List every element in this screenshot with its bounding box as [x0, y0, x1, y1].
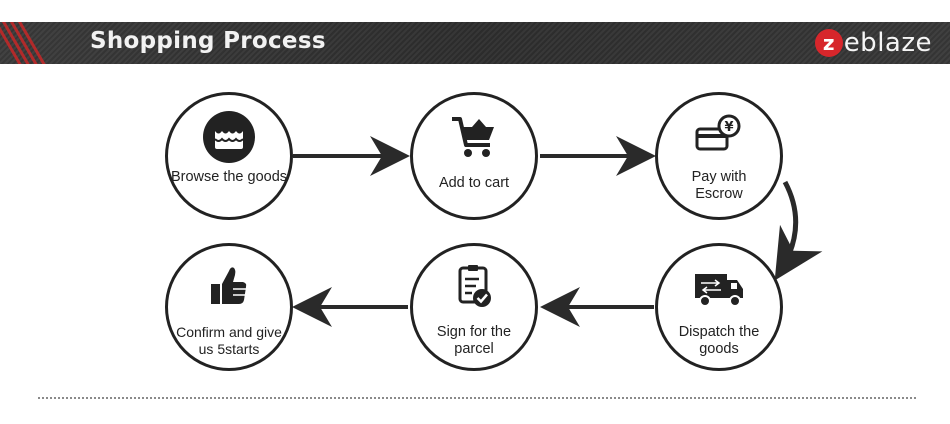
clipboard-check-icon: [458, 265, 491, 307]
payment-card-icon: ¥: [695, 114, 741, 151]
step-sign: Sign for the parcel: [410, 243, 538, 371]
step-pay: ¥ Pay with Escrow: [655, 92, 783, 220]
step-label: Browse the goods: [170, 169, 288, 185]
step-cart: Add to cart: [410, 92, 538, 220]
step-dispatch: Dispatch the goods: [655, 243, 783, 371]
step-label: Dispatch the goods: [678, 324, 760, 357]
step-label: Add to cart: [438, 175, 510, 191]
brand-logo: z eblaze: [814, 27, 932, 59]
step-label: Confirm and give us 5starts: [176, 324, 282, 357]
step-browse: Browse the goods: [165, 92, 293, 220]
step-label: Pay with Escrow: [691, 169, 747, 202]
truck-icon: [695, 274, 743, 307]
brand-word: eblaze: [843, 28, 932, 58]
step-label: Sign for the parcel: [436, 324, 512, 357]
svg-text:¥: ¥: [724, 120, 733, 135]
page-title: Shopping Process: [90, 28, 326, 54]
cart-icon: [452, 117, 494, 157]
step-confirm: Confirm and give us 5starts: [165, 243, 293, 371]
shop-icon: [203, 111, 255, 163]
thumbs-up-icon: [211, 267, 247, 304]
brand-badge: z: [814, 29, 843, 57]
dotted-divider: [38, 397, 916, 399]
arrow-pay-to-dispatch: [774, 180, 823, 281]
header-banner: Shopping Process z eblaze: [0, 22, 950, 64]
